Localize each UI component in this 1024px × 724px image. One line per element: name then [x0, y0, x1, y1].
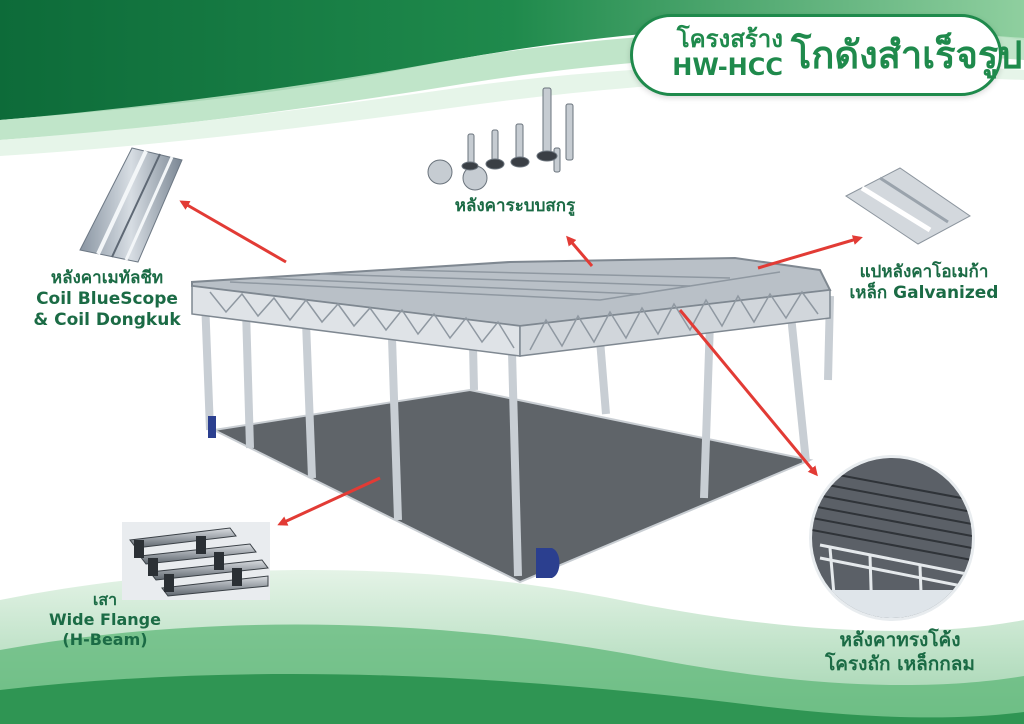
- title-main: โกดังสำเร็จรูป: [791, 33, 1023, 77]
- title-line1: โครงสร้าง: [676, 25, 783, 53]
- h-beam-icon: [122, 522, 270, 600]
- warehouse-structure-icon: [191, 256, 834, 584]
- label-roof-sheet-line2: Coil BlueScope: [36, 289, 178, 309]
- metal-sheet-icon: [79, 147, 183, 263]
- title-badge: โครงสร้าง HW-HCC โกดังสำเร็จรูป: [630, 14, 1022, 96]
- label-screw-roof: หลังคาระบบสกรู: [430, 196, 600, 217]
- label-column-line1: เสา: [92, 590, 118, 609]
- label-screw-roof-line1: หลังคาระบบสกรู: [454, 196, 576, 216]
- title-small-block: โครงสร้าง HW-HCC: [633, 25, 783, 81]
- label-roof-sheet: หลังคาเมทัลชีท Coil BlueScope & Coil Don…: [22, 268, 192, 331]
- label-column-line2: Wide Flange: [49, 610, 161, 629]
- label-purlin: แปหลังคาโอเมก้า เหล็ก Galvanized: [836, 262, 1012, 304]
- screws-icon: [427, 87, 574, 191]
- label-curved-roof-line1: หลังคาทรงโค้ง: [839, 629, 961, 651]
- pointer-arrows: [179, 200, 863, 526]
- label-column: เสา Wide Flange (H-Beam): [40, 590, 170, 650]
- label-curved-roof: หลังคาทรงโค้ง โครงถัก เหล็กกลม: [800, 628, 1000, 676]
- title-line2: HW-HCC: [672, 53, 783, 81]
- label-roof-sheet-line1: หลังคาเมทัลชีท: [50, 268, 164, 288]
- truss-photo-icon: [809, 455, 975, 621]
- label-column-line3: (H-Beam): [62, 630, 148, 649]
- omega-purlin-icon: [845, 167, 971, 245]
- label-purlin-line1: แปหลังคาโอเมก้า: [859, 262, 989, 282]
- label-curved-roof-line2: โครงถัก เหล็กกลม: [825, 653, 975, 675]
- label-roof-sheet-line3: & Coil Dongkuk: [33, 310, 181, 330]
- label-purlin-line2: เหล็ก Galvanized: [849, 283, 999, 303]
